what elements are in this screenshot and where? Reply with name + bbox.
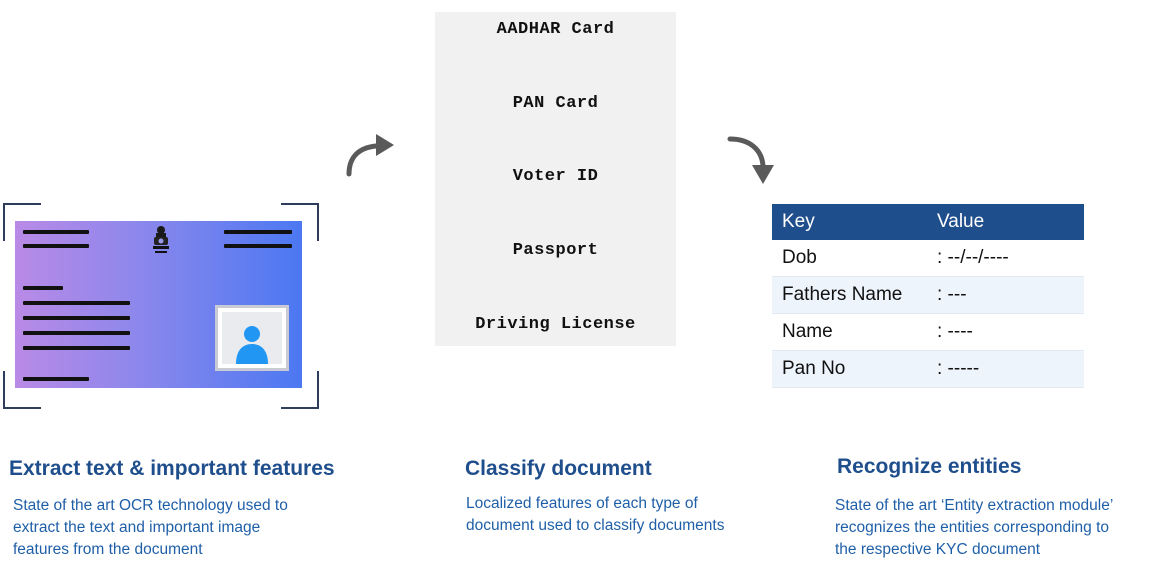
card-photo-frame: [215, 305, 289, 371]
card-text-line: [23, 230, 89, 234]
document-type-item: Voter ID: [512, 167, 599, 186]
entity-key: Pan No: [782, 358, 846, 379]
scan-corner-bottom-right: [281, 371, 319, 409]
description-line: State of the art OCR technology used to: [13, 497, 288, 514]
description-line: State of the art ‘Entity extraction modu…: [835, 497, 1114, 514]
card-text-line: [23, 331, 130, 335]
step-description-classify: Localized features of each type of docum…: [466, 493, 724, 537]
entity-value: : --/--/----: [937, 247, 1009, 268]
table-row: Fathers Name : ---: [772, 277, 1084, 314]
card-text-line: [224, 230, 292, 234]
step-title-extract: Extract text & important features: [9, 457, 335, 480]
entity-value: : ----: [937, 321, 973, 342]
document-type-item: Passport: [512, 241, 599, 260]
card-text-line: [23, 316, 130, 320]
entity-key: Dob: [782, 247, 817, 268]
card-text-line: [224, 244, 292, 248]
description-line: document used to classify documents: [466, 517, 725, 534]
scan-corner-top-left: [3, 203, 41, 241]
entity-table-header: Key Value: [772, 204, 1084, 240]
document-type-item: Driving License: [475, 315, 636, 334]
curved-arrow-down-icon: [724, 130, 780, 188]
scan-corner-bottom-left: [3, 371, 41, 409]
card-text-line: [23, 301, 130, 305]
entity-key: Name: [782, 321, 833, 342]
step-description-recognize: State of the art ‘Entity extraction modu…: [835, 495, 1113, 561]
table-row: Dob : --/--/----: [772, 240, 1084, 277]
document-type-list: AADHAR Card PAN Card Voter ID Passport D…: [435, 12, 676, 346]
description-line: features from the document: [13, 541, 203, 558]
description-line: recognizes the entities corresponding to: [835, 519, 1109, 536]
card-text-line: [23, 377, 89, 381]
description-line: the respective KYC document: [835, 541, 1041, 558]
id-card-illustration: [15, 221, 302, 388]
step-description-extract: State of the art OCR technology used to …: [13, 495, 288, 561]
card-text-line: [23, 244, 89, 248]
entity-key: Fathers Name: [782, 284, 903, 305]
step-title-recognize: Recognize entities: [837, 455, 1022, 478]
description-line: Localized features of each type of: [466, 495, 698, 512]
entity-value: : ---: [937, 284, 967, 305]
card-text-line: [23, 346, 130, 350]
scan-corner-top-right: [281, 203, 319, 241]
table-row: Pan No : -----: [772, 351, 1084, 388]
national-emblem-icon: [151, 225, 171, 257]
person-avatar-icon: [222, 312, 282, 364]
entity-value: : -----: [937, 358, 980, 379]
step-title-classify: Classify document: [465, 457, 652, 480]
column-header-key: Key: [782, 211, 815, 232]
scan-frame: [3, 203, 319, 409]
card-text-line: [23, 286, 63, 290]
document-type-item: PAN Card: [512, 94, 599, 113]
document-type-item: AADHAR Card: [496, 20, 615, 39]
entity-table: Key Value Dob : --/--/---- Fathers Name …: [772, 204, 1084, 388]
column-header-value: Value: [937, 211, 985, 232]
curved-arrow-right-icon: [342, 128, 402, 180]
table-row: Name : ----: [772, 314, 1084, 351]
description-line: extract the text and important image: [13, 519, 261, 536]
